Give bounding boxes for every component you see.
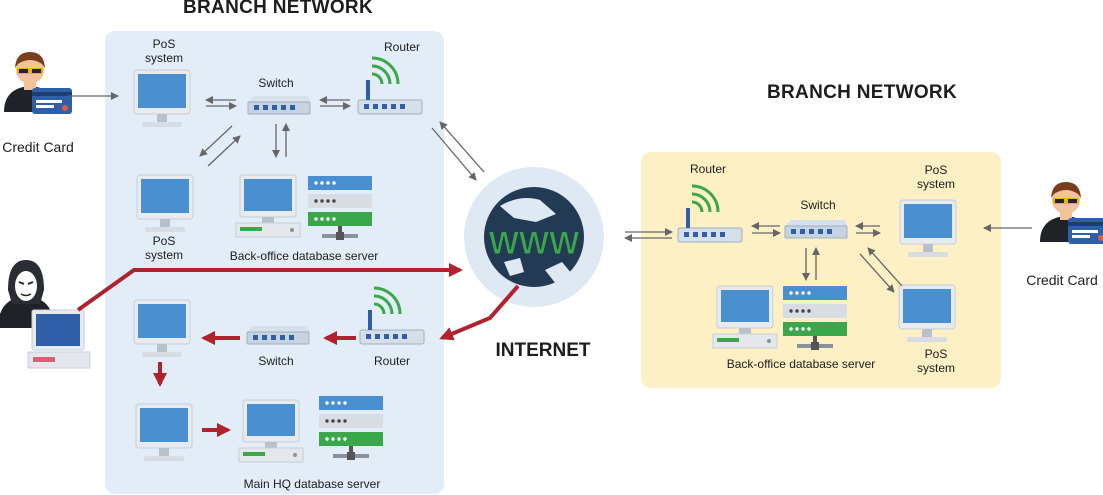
left-switch-label: Switch — [258, 76, 294, 90]
left-customer-credit-card-icon — [4, 52, 72, 114]
left-backoffice-pc-icon — [235, 174, 301, 238]
left-backoffice-label: Back-office database server — [229, 249, 379, 263]
right-credit-card-label: Credit Card — [1026, 272, 1098, 288]
left-branch-title: BRANCH NETWORK — [183, 0, 373, 18]
hq-pc-icon — [238, 399, 304, 463]
hq-switch-icon — [246, 325, 310, 345]
left-branch-panel — [105, 31, 444, 494]
right-switch-icon — [784, 219, 848, 239]
right-branch-connections — [624, 222, 1032, 293]
right-router-label: Router — [689, 162, 727, 176]
left-router-label: Router — [383, 40, 421, 54]
right-pos-bottom-label: PoS system — [916, 347, 955, 375]
hq-router-label: Router — [373, 354, 411, 368]
right-customer-credit-card-icon — [1040, 182, 1103, 244]
attack-path — [76, 263, 520, 437]
left-branch-connections — [68, 92, 485, 181]
right-backoffice-pc-icon — [712, 285, 778, 349]
left-credit-card-label: Credit Card — [2, 139, 74, 155]
right-pos-top-label: PoS system — [916, 163, 955, 191]
left-switch-icon — [247, 95, 311, 115]
hq-server-label: Main HQ database server — [243, 477, 381, 491]
internet-label: INTERNET — [495, 340, 591, 361]
hq-switch-label: Switch — [258, 354, 294, 368]
right-branch-title: BRANCH NETWORK — [767, 82, 957, 103]
globe-www-text: WWW — [489, 225, 580, 261]
right-backoffice-label: Back-office database server — [726, 357, 876, 371]
internet-globe-icon: WWW — [464, 167, 604, 307]
left-pos-bottom-label: PoS system — [144, 234, 183, 262]
hacker-computer-icon — [27, 309, 91, 369]
left-pos-top-label: PoS system — [144, 37, 183, 65]
right-switch-label: Switch — [800, 198, 836, 212]
